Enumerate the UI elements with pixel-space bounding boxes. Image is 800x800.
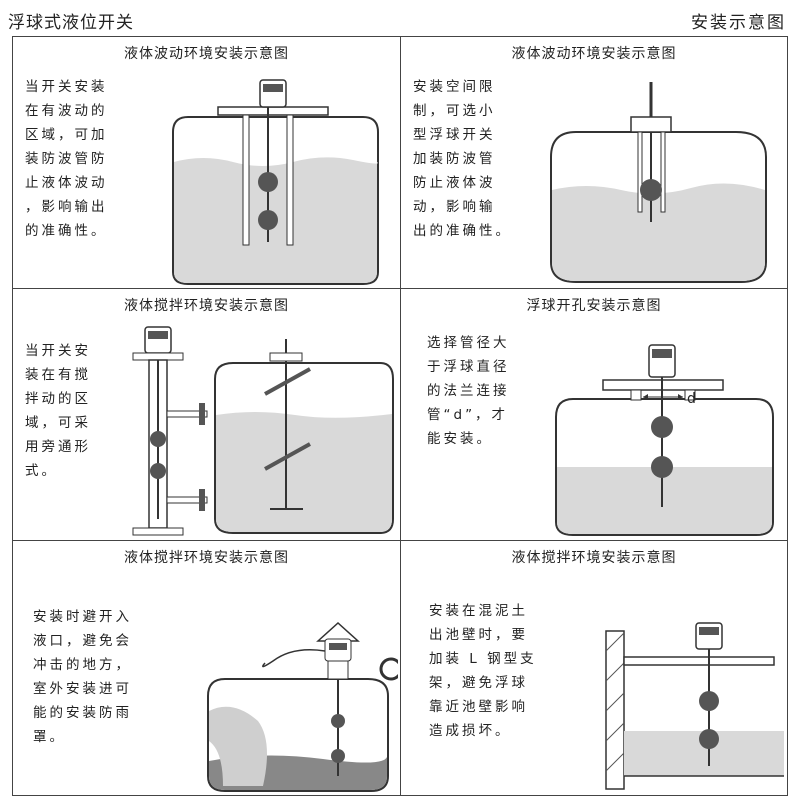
page-header: 浮球式液位开关 安装示意图 — [0, 0, 800, 36]
illustration-small-float-tank — [550, 82, 767, 283]
desc-line: 靠近池壁影响 — [429, 699, 528, 715]
desc-line: 室外安装进可 — [33, 681, 132, 697]
desc-line: 域，可采 — [25, 415, 91, 431]
desc-line: 式。 — [25, 463, 58, 479]
desc-line: 区域，可加 — [25, 127, 108, 143]
panel-title: 浮球开孔安装示意图 — [526, 298, 662, 314]
desc-line: 的准确性。 — [25, 223, 108, 239]
panel-description: 当开关安装 在有波动的 区域，可加 装防波管防 止液体波动 ，影响输出 的准确性… — [25, 75, 108, 243]
panel-description: 安装空间限 制，可选小 型浮球开关 加装防波管 防止液体波 动，影响输 出的准确… — [413, 75, 512, 243]
desc-line: 动，影响输 — [413, 199, 496, 215]
desc-line: 冲击的地方， — [33, 657, 132, 673]
desc-line: 于浮球直径 — [427, 359, 510, 375]
desc-line: 的法兰连接 — [427, 383, 510, 399]
desc-line: 造成损坏。 — [429, 723, 512, 739]
panel-concrete-wall-bracket: 液体搅拌环境安装示意图 安装在混泥土 出池壁时，要 加装 L 钢型支 架，避免浮… — [401, 541, 787, 795]
desc-line: 选择管径大 — [427, 335, 510, 351]
desc-line: 防止液体波 — [413, 175, 496, 191]
desc-line: 液口，避免会 — [33, 633, 132, 649]
panel-title: 液体搅拌环境安装示意图 — [124, 550, 289, 566]
illustration-wave-tank — [172, 79, 379, 285]
illustration-wall-bracket — [605, 622, 784, 790]
panel-description: 选择管径大 于浮球直径 的法兰连接 管“d”，才 能安装。 — [427, 331, 510, 451]
panel-description: 安装时避开入 液口，避免会 冲击的地方， 室外安装进可 能的安装防雨 罩。 — [33, 605, 132, 749]
illustration-flange-tank: d — [555, 344, 774, 536]
desc-line: 管“d”，才 — [427, 407, 509, 423]
panel-title: 液体波动环境安装示意图 — [511, 46, 677, 62]
desc-line: 在有波动的 — [25, 103, 108, 119]
panel-wave-stilling-tube: 液体波动环境安装示意图 当开关安装 在有波动的 区域，可加 装防波管防 止液体波… — [13, 37, 401, 289]
desc-line: 用旁通形 — [25, 439, 91, 455]
desc-line: 当开关安 — [25, 343, 91, 359]
panel-description: 安装在混泥土 出池壁时，要 加装 L 钢型支 架，避免浮球 靠近池壁影响 造成损… — [429, 599, 537, 743]
desc-line: 能安装。 — [427, 431, 493, 447]
desc-line: 加装防波管 — [413, 151, 496, 167]
desc-line: 安装在混泥土 — [429, 603, 528, 619]
desc-line: 出的准确性。 — [413, 223, 512, 239]
panel-agitation-bypass: 液体搅拌环境安装示意图 当开关安 装在有搅 拌动的区 域，可采 用旁通形 式。 — [13, 289, 401, 541]
panel-avoid-inlet: 液体搅拌环境安装示意图 安装时避开入 液口，避免会 冲击的地方， 室外安装进可 … — [13, 541, 401, 795]
desc-line: 装防波管防 — [25, 151, 108, 167]
panel-flange-opening: 浮球开孔安装示意图 选择管径大 于浮球直径 的法兰连接 管“d”，才 能安装。 … — [401, 289, 787, 541]
desc-line: 架，避免浮球 — [429, 675, 528, 691]
desc-line: ，影响输出 — [25, 199, 108, 215]
panel-title: 液体搅拌环境安装示意图 — [124, 298, 289, 314]
desc-line: 型浮球开关 — [413, 127, 496, 143]
desc-line: 罩。 — [33, 729, 66, 745]
desc-line: 装在有搅 — [25, 367, 91, 383]
panel-title: 液体搅拌环境安装示意图 — [511, 550, 677, 566]
panel-description: 当开关安 装在有搅 拌动的区 域，可采 用旁通形 式。 — [25, 339, 91, 483]
diagram-grid: 液体波动环境安装示意图 当开关安装 在有波动的 区域，可加 装防波管防 止液体波… — [12, 36, 788, 796]
panel-title: 液体波动环境安装示意图 — [124, 46, 289, 62]
illustration-inlet-tank — [207, 621, 398, 792]
panel-wave-small-float: 液体波动环境安装示意图 安装空间限 制，可选小 型浮球开关 加装防波管 防止液体… — [401, 37, 787, 289]
page-subtitle: 安装示意图 — [691, 13, 786, 33]
desc-line: 加装 L 钢型支 — [429, 651, 537, 667]
dimension-label-d: d — [687, 391, 696, 407]
desc-line: 拌动的区 — [25, 391, 91, 407]
page-title: 浮球式液位开关 — [8, 13, 134, 33]
desc-line: 出池壁时，要 — [429, 627, 528, 643]
desc-line: 制，可选小 — [413, 103, 496, 119]
desc-line: 安装空间限 — [413, 79, 496, 95]
desc-line: 能的安装防雨 — [33, 705, 132, 721]
desc-line: 当开关安装 — [25, 79, 108, 95]
illustration-bypass-tank — [132, 326, 394, 536]
desc-line: 安装时避开入 — [33, 609, 132, 625]
desc-line: 止液体波动 — [25, 175, 108, 191]
